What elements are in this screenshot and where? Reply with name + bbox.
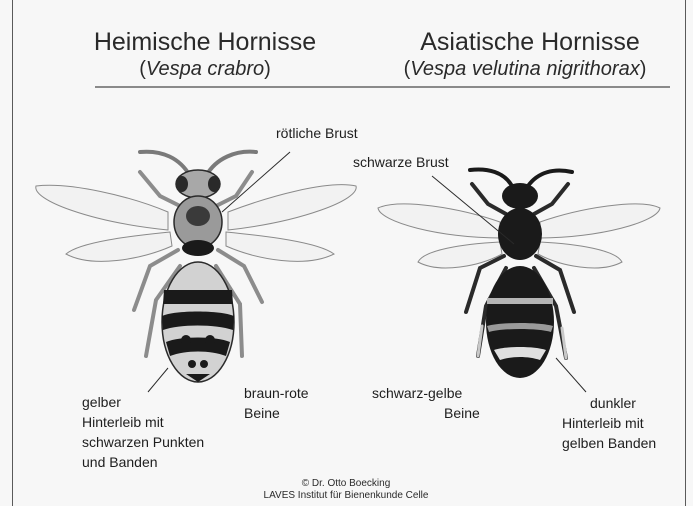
velutina-front-right-leg [534, 184, 568, 214]
crabro-right-eye [208, 176, 220, 192]
crabro-scutellum [182, 240, 214, 256]
label-left-thorax: rötliche Brust [276, 124, 358, 142]
crabro-spot-3 [188, 360, 196, 368]
label-right-abdomen-line-2: Hinterleib mit [562, 414, 644, 432]
label-left-abdomen-line-1: gelber [82, 393, 121, 411]
velutina-right-forewing [540, 204, 660, 238]
velutina-abdomen [486, 266, 554, 378]
crabro-band-1 [163, 290, 233, 304]
crabro-thorax-marking [186, 206, 210, 226]
crabro-spot-2 [205, 335, 215, 345]
velutina-front-left-leg [472, 184, 506, 214]
crabro-spot-1 [181, 335, 191, 345]
crabro-left-forewing [36, 185, 168, 230]
velutina-right-antenna [528, 171, 572, 186]
velutina-head [502, 183, 538, 209]
label-left-legs-line-2: Beine [244, 404, 280, 422]
velutina-left-forewing [378, 204, 500, 238]
credit-line-2: LAVES Institut für Bienenkunde Celle [216, 490, 476, 502]
velutina-thorax [498, 208, 542, 260]
velutina-left-foot [478, 326, 482, 356]
velutina-left-antenna [470, 170, 512, 186]
label-left-legs-line-1: braun-rote [244, 384, 309, 402]
label-left-abdomen-line-3: schwarzen Punkten [82, 433, 204, 451]
pointer-left-abdomen [148, 368, 168, 392]
crabro-left-antenna [140, 152, 190, 176]
label-right-abdomen-line-3: gelben Banden [562, 434, 656, 452]
label-left-abdomen-line-2: Hinterleib mit [82, 413, 164, 431]
credit-line-1: © Dr. Otto Boecking [216, 478, 476, 490]
crabro-spot-4 [200, 360, 208, 368]
vespa-velutina-illustration [378, 170, 660, 378]
pointer-right-abdomen [556, 358, 586, 392]
crabro-right-hindwing [226, 232, 334, 261]
crabro-right-antenna [206, 152, 256, 176]
label-right-legs-line-1: schwarz-gelbe [372, 384, 462, 402]
crabro-front-left-leg [140, 172, 180, 206]
label-left-abdomen-line-4: und Banden [82, 453, 158, 471]
velutina-right-foot [562, 328, 566, 358]
crabro-left-hindwing [66, 232, 172, 261]
label-right-legs-line-2: Beine [444, 404, 480, 422]
crabro-left-eye [176, 176, 188, 192]
vespa-crabro-illustration [36, 152, 356, 382]
label-right-abdomen-line-1: dunkler [590, 394, 636, 412]
velutina-band-1 [487, 298, 553, 304]
crabro-right-forewing [228, 185, 356, 230]
label-right-thorax: schwarze Brust [353, 153, 449, 171]
